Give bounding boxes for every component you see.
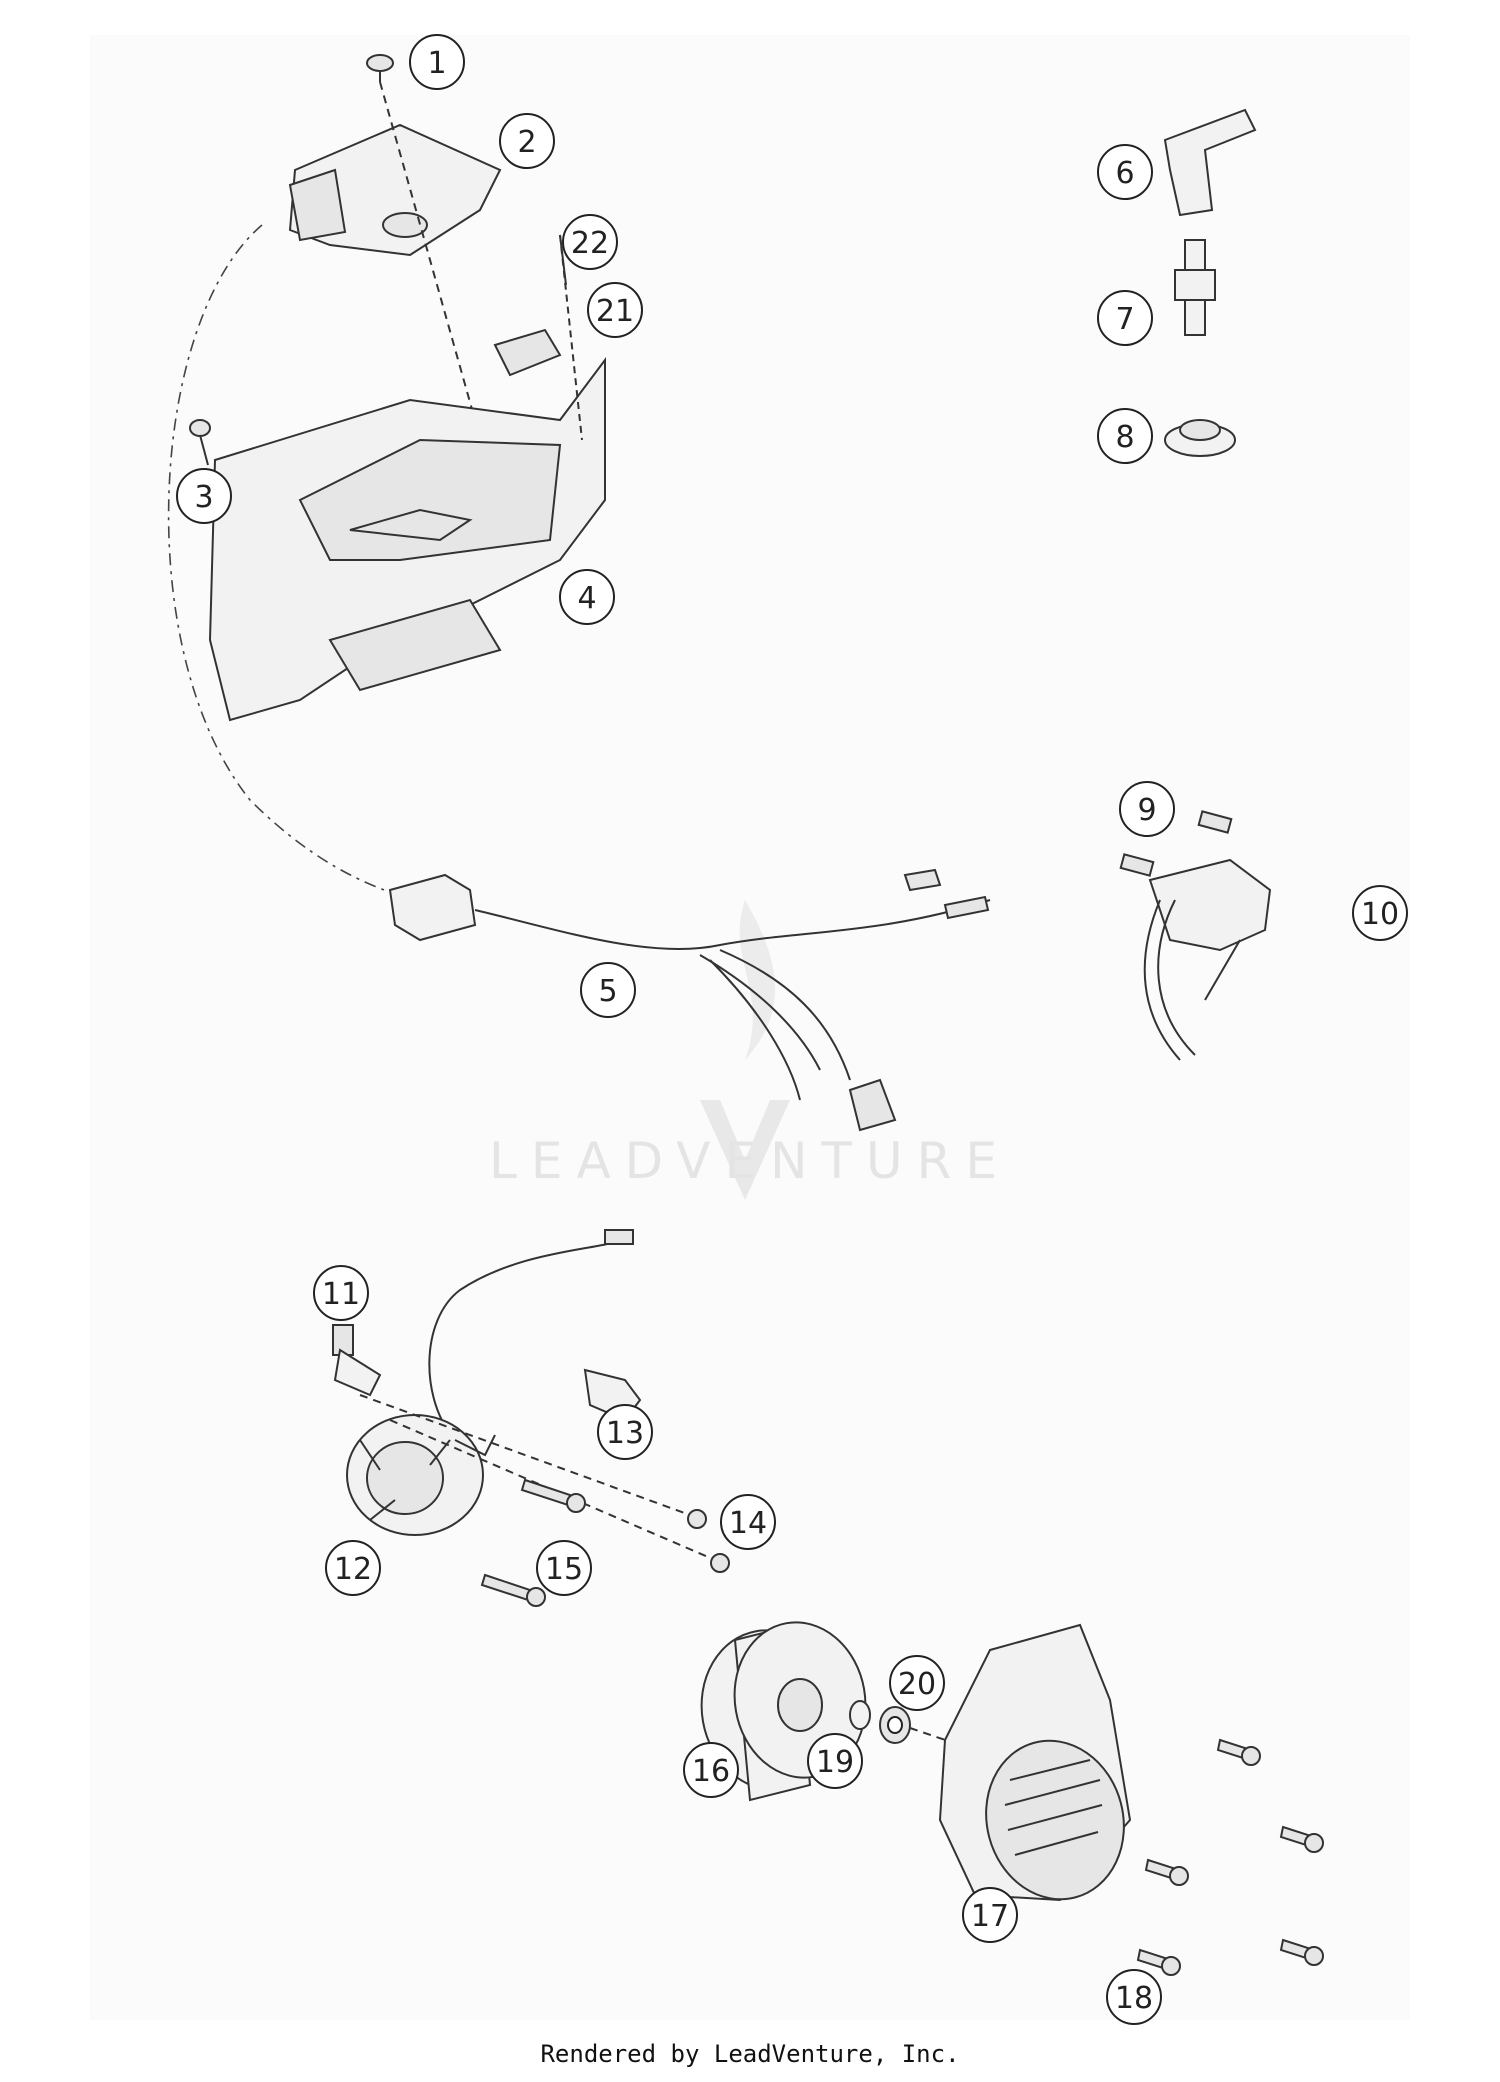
svg-text:8: 8 <box>1115 420 1134 455</box>
callout-9: 9 <box>1119 781 1175 837</box>
svg-text:11: 11 <box>322 1277 360 1312</box>
svg-text:14: 14 <box>729 1506 767 1541</box>
callout-5: 5 <box>580 962 636 1018</box>
svg-text:21: 21 <box>596 294 634 329</box>
wiring-harness <box>388 868 991 1132</box>
callout-17: 17 <box>962 1887 1018 1943</box>
callout-19: 19 <box>807 1733 863 1789</box>
callout-21: 21 <box>587 282 643 338</box>
ignition-cover <box>938 1623 1132 1902</box>
leader-line <box>389 1419 716 1561</box>
svg-text:7: 7 <box>1115 302 1134 337</box>
stator <box>346 1414 484 1536</box>
callout-20: 20 <box>889 1655 945 1711</box>
watermark-text: LEADVENTURE <box>489 1132 1011 1190</box>
svg-text:15: 15 <box>545 1552 583 1587</box>
callout-7: 7 <box>1097 290 1153 346</box>
footer-credit: Rendered by LeadVenture, Inc. <box>540 2040 960 2068</box>
connection-path <box>167 224 416 901</box>
cover-bolt <box>366 54 394 82</box>
svg-text:17: 17 <box>971 1899 1009 1934</box>
svg-text:22: 22 <box>571 226 609 261</box>
spark-plug <box>1174 239 1216 336</box>
callout-4: 4 <box>559 569 615 625</box>
callout-13: 13 <box>597 1404 653 1460</box>
callout-18: 18 <box>1106 1969 1162 2025</box>
leader-line <box>359 1394 691 1516</box>
svg-text:4: 4 <box>577 581 596 616</box>
callout-10: 10 <box>1352 885 1408 941</box>
callout-11: 11 <box>313 1265 369 1321</box>
rotor-nut <box>879 1706 911 1744</box>
cover-screws <box>1136 1738 1324 1976</box>
spark-plug-seal <box>1164 419 1236 457</box>
washer <box>849 1700 871 1730</box>
control-unit-cover <box>288 123 502 257</box>
callout-16: 16 <box>683 1742 739 1798</box>
svg-text:6: 6 <box>1115 156 1134 191</box>
ignition-coil <box>1143 858 1272 1061</box>
svg-text:1: 1 <box>427 46 446 81</box>
callout-6: 6 <box>1097 144 1153 200</box>
svg-text:9: 9 <box>1137 793 1156 828</box>
svg-text:10: 10 <box>1361 897 1399 932</box>
callout-2: 2 <box>499 113 555 169</box>
callout-12: 12 <box>325 1540 381 1596</box>
callout-22: 22 <box>562 214 618 270</box>
svg-text:18: 18 <box>1115 1981 1153 2016</box>
svg-text:5: 5 <box>598 974 617 1009</box>
holder-bolt <box>189 419 211 466</box>
pulse-generator <box>332 1324 382 1397</box>
svg-text:3: 3 <box>194 480 213 515</box>
callout-14: 14 <box>720 1494 776 1550</box>
callout-8: 8 <box>1097 408 1153 464</box>
stator-screws <box>480 1478 730 1607</box>
svg-text:12: 12 <box>334 1552 372 1587</box>
spark-plug-connector <box>1163 108 1257 217</box>
svg-text:16: 16 <box>692 1754 730 1789</box>
leader-line <box>379 81 476 421</box>
callout-1: 1 <box>409 34 465 90</box>
svg-text:19: 19 <box>816 1745 854 1780</box>
buffer-screw <box>559 234 583 441</box>
svg-text:20: 20 <box>898 1667 936 1702</box>
pickup-cable <box>428 1229 634 1441</box>
svg-text:13: 13 <box>606 1416 644 1451</box>
ecu-holder <box>208 357 606 722</box>
svg-text:2: 2 <box>517 125 536 160</box>
coil-screw <box>1119 810 1233 877</box>
callout-3: 3 <box>176 468 232 524</box>
callout-15: 15 <box>536 1540 592 1596</box>
rubber-buffer <box>493 328 562 377</box>
